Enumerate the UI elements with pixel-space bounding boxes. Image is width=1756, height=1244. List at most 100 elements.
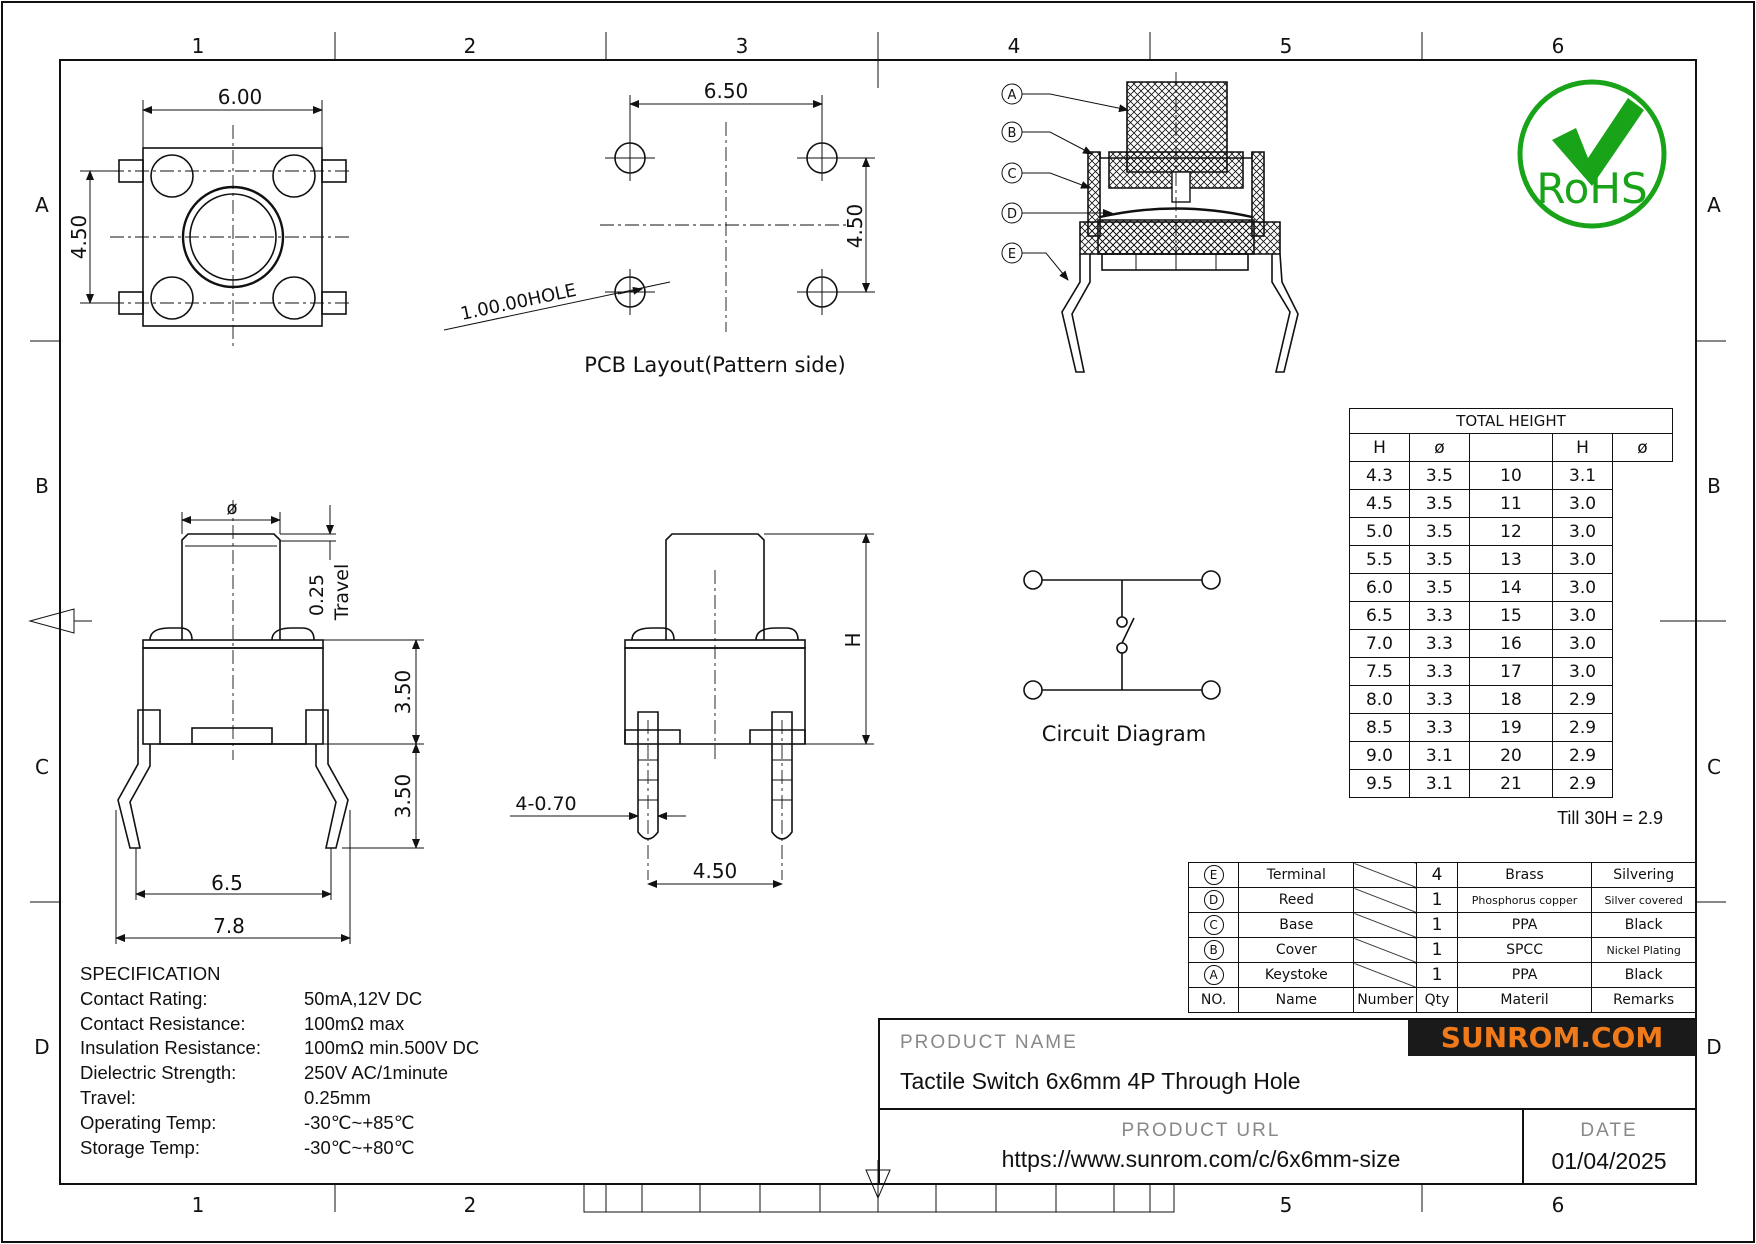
spec-row: Insulation Resistance:100mΩ min.500V DC xyxy=(80,1036,550,1061)
bom-name: Base xyxy=(1238,912,1355,938)
table-cell: 3.0 xyxy=(1552,545,1614,574)
table-title: TOTAL HEIGHT xyxy=(1349,408,1673,434)
table-cell: 3.5 xyxy=(1408,517,1470,546)
table-cell: 3.1 xyxy=(1552,461,1614,490)
table-cell: 5.5 xyxy=(1349,545,1410,574)
callout-circle: E xyxy=(1203,865,1224,885)
side-view xyxy=(115,500,424,944)
table-cell: 6.5 xyxy=(1349,601,1410,630)
bom-material: SPCC xyxy=(1456,937,1593,963)
bom-material: PPA xyxy=(1456,962,1593,988)
bom-material: Phosphorus copper xyxy=(1456,887,1593,913)
pcb-caption: PCB Layout(Pattern side) xyxy=(584,353,845,377)
bom-name: Keystoke xyxy=(1238,962,1355,988)
pcb-hole-label: 1.00.00HOLE xyxy=(459,280,579,325)
side-travel-value: 0.25 xyxy=(306,574,328,616)
zone-col-3: 3 xyxy=(736,34,749,58)
table-cell: 17 xyxy=(1468,657,1554,686)
bom-material: Brass xyxy=(1456,862,1593,888)
top-view-height-label: 4.50 xyxy=(67,215,91,260)
table-cell: 3.3 xyxy=(1408,657,1470,686)
title-divider xyxy=(880,1108,1696,1110)
table-cell: 3.5 xyxy=(1408,489,1470,518)
zone-labels-bottom: 1 2 5 6 xyxy=(192,1193,1565,1217)
table-title-row: TOTAL HEIGHT xyxy=(1349,408,1673,434)
zone-ticks xyxy=(30,32,1726,1212)
bom-header-material: Materil xyxy=(1456,987,1593,1013)
table-cell: 3.3 xyxy=(1408,713,1470,742)
date-label: DATE xyxy=(1580,1120,1638,1141)
bom-qty: 4 xyxy=(1416,862,1458,888)
table-cell: 9.0 xyxy=(1349,741,1410,770)
table-cell: 4.5 xyxy=(1349,489,1410,518)
bom-no: A xyxy=(1187,962,1240,988)
zone-labels-right: A B C D xyxy=(1706,193,1721,1059)
table-cell: 2.9 xyxy=(1552,713,1614,742)
table-cell: 4.3 xyxy=(1349,461,1410,490)
zone-row-b-r: B xyxy=(1707,474,1721,498)
cross-section-callouts: A B C D E xyxy=(1001,83,1129,281)
checkmark-icon xyxy=(1552,98,1644,186)
cross-section-view xyxy=(1061,72,1299,373)
table-cell: 8.0 xyxy=(1349,685,1410,714)
spec-key: Insulation Resistance: xyxy=(80,1037,261,1059)
spec-key: Travel: xyxy=(80,1086,136,1108)
spec-row: Storage Temp:-30℃~+80℃ xyxy=(80,1136,550,1161)
table-cell: 3.1 xyxy=(1408,741,1470,770)
date-value: 01/04/2025 xyxy=(1551,1148,1667,1174)
zone-row-a-r: A xyxy=(1707,193,1721,217)
callout-circle: C xyxy=(1203,915,1224,935)
table-cell: 19 xyxy=(1468,713,1554,742)
table-header-row: H ø H ø xyxy=(1349,433,1673,462)
bom-remarks: Nickel Plating xyxy=(1591,937,1696,963)
table-cell: 3.0 xyxy=(1552,657,1614,686)
spec-title: SPECIFICATION xyxy=(80,963,221,984)
bom-no: D xyxy=(1187,887,1240,913)
zone-labels-top: 1 2 3 4 5 6 xyxy=(192,34,1565,58)
table-cell: 11 xyxy=(1468,489,1554,518)
bom-number xyxy=(1353,962,1418,988)
circuit-diagram xyxy=(1023,570,1221,700)
pcb-width-label: 6.50 xyxy=(704,79,749,103)
bom-header-remarks: Remarks xyxy=(1591,987,1696,1013)
col-phi-right: ø xyxy=(1612,433,1673,462)
bom-name: Cover xyxy=(1238,937,1355,963)
zone-col-6-b: 6 xyxy=(1552,1193,1565,1217)
table-cell: 7.5 xyxy=(1349,657,1410,686)
bom-no: E xyxy=(1187,862,1240,888)
zone-col-4: 4 xyxy=(1008,34,1021,58)
table-cell: 3.0 xyxy=(1552,573,1614,602)
zone-col-5: 5 xyxy=(1280,34,1293,58)
zone-col-5-b: 5 xyxy=(1280,1193,1293,1217)
table-cell: 3.5 xyxy=(1408,461,1470,490)
zone-row-b: B xyxy=(35,474,49,498)
side-travel-label: Travel xyxy=(331,564,353,621)
bom-header-name: Name xyxy=(1238,987,1355,1013)
table-spacer xyxy=(1468,433,1554,462)
spec-key: Contact Resistance: xyxy=(80,1012,246,1034)
rohs-badge: RoHS xyxy=(1517,79,1667,229)
col-phi-left: ø xyxy=(1408,433,1470,462)
table-cell: 3.1 xyxy=(1408,769,1470,798)
zone-row-d: D xyxy=(34,1035,49,1059)
top-view xyxy=(80,100,350,350)
date-divider xyxy=(1522,1108,1524,1184)
spec-row: Operating Temp:-30℃~+85℃ xyxy=(80,1111,550,1136)
table-cell: 3.0 xyxy=(1552,489,1614,518)
table-cell: 3.3 xyxy=(1408,629,1470,658)
table-cell: 6.0 xyxy=(1349,573,1410,602)
spec-key: Storage Temp: xyxy=(80,1136,200,1158)
front-h-label: H xyxy=(841,632,865,647)
